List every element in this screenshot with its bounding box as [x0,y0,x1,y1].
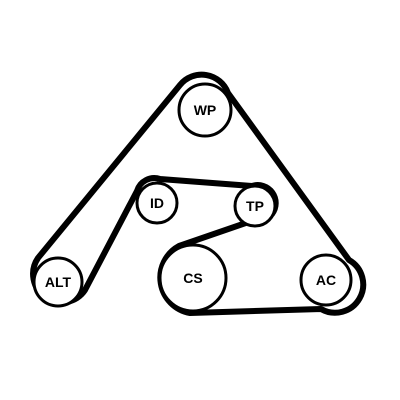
pulley-tp: TP [233,184,277,228]
pulley-tp-label: TP [246,198,264,214]
pulley-id: ID [135,181,179,225]
pulley-ac-label: AC [316,272,336,288]
pulley-alt-label: ALT [45,274,72,290]
pulley-wp-label: WP [194,102,217,118]
pulley-id-label: ID [150,195,164,211]
pulley-cs: CS [158,243,228,313]
pulley-alt: ALT [32,256,84,308]
pulley-ac: AC [299,253,353,307]
pulley-cs-label: CS [183,270,202,286]
pulley-wp: WP [177,82,233,138]
